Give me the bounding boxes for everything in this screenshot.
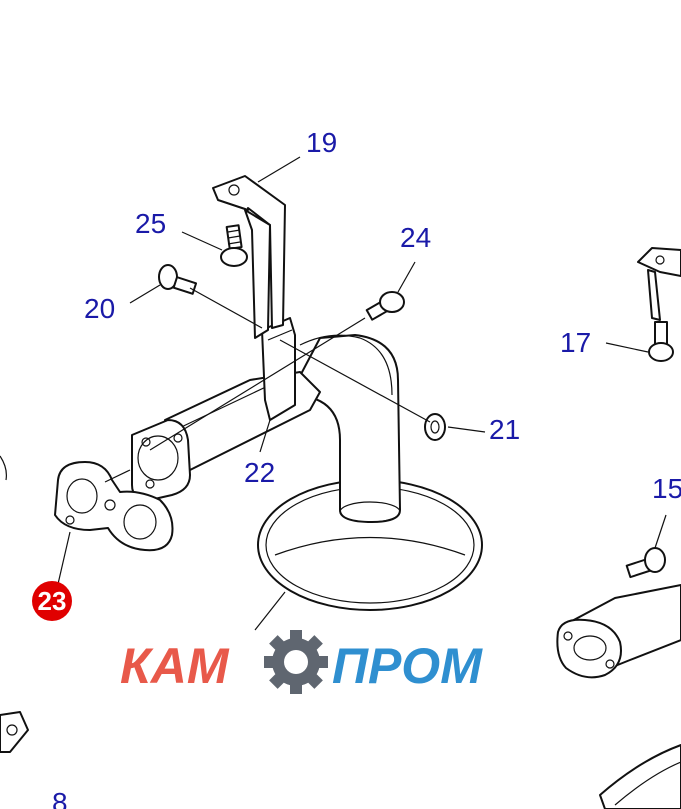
- callout-20: 20: [84, 293, 115, 324]
- logo-text-left: КАМ: [120, 638, 230, 694]
- inlet-flange: [131, 419, 191, 501]
- kamprom-logo: КАМ ПРОМ: [120, 630, 483, 694]
- callout-19: 19: [306, 127, 337, 158]
- leader-lines: [57, 156, 667, 631]
- callout-23: 23: [38, 586, 67, 616]
- callout-24: 24: [400, 222, 431, 253]
- nut-21: [424, 413, 446, 441]
- gasket: [54, 461, 174, 552]
- gear-icon: [264, 630, 328, 694]
- callout-23-badge: 23: [32, 581, 72, 621]
- bolt-15: [625, 547, 666, 579]
- bracket-right-partial: [637, 247, 681, 321]
- part-bottom-left-partial: [0, 711, 29, 753]
- logo-text-right: ПРОМ: [332, 638, 483, 694]
- callout-22: 22: [244, 457, 275, 488]
- part-bottom-right-partial: [599, 744, 681, 809]
- bolt-20: [158, 264, 198, 295]
- bolt-24: [365, 291, 405, 321]
- callout-8: 8: [52, 787, 68, 809]
- bolt-17: [648, 321, 674, 362]
- callout-15: 15: [652, 473, 681, 504]
- callout-25: 25: [135, 208, 166, 239]
- callout-21: 21: [489, 414, 520, 445]
- pipe-right-partial: [556, 584, 681, 679]
- bolt-25: [220, 224, 248, 267]
- bracket: [212, 175, 286, 339]
- suction-pipe: [164, 317, 401, 523]
- callout-17: 17: [560, 327, 591, 358]
- part-top-left-edge: [0, 455, 7, 481]
